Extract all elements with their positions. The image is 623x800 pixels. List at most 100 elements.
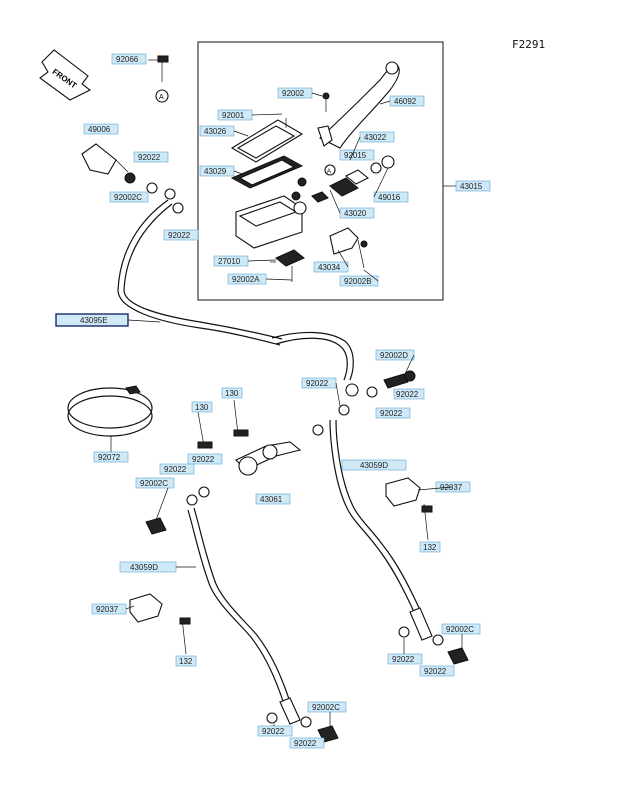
svg-text:92022: 92022 (396, 390, 419, 399)
callout-92022[interactable]: 92022 (301, 377, 337, 389)
ref-marker-a2: A (327, 169, 331, 175)
brake-hose-left (145, 507, 339, 743)
callout-132[interactable]: 132 (175, 655, 197, 667)
svg-text:130: 130 (195, 403, 209, 412)
svg-text:92037: 92037 (96, 605, 119, 614)
callout-92066[interactable]: 92066 (111, 53, 147, 65)
svg-text:92015: 92015 (344, 151, 367, 160)
callout-92022[interactable]: 92022 (387, 653, 423, 665)
svg-text:43029: 43029 (204, 167, 227, 176)
callout-130[interactable]: 130 (191, 401, 213, 413)
callout-92002c[interactable]: 92002C (109, 191, 149, 203)
callout-49016[interactable]: 49016 (373, 191, 409, 203)
callout-43034[interactable]: 43034 (313, 261, 349, 273)
callout-130[interactable]: 130 (221, 387, 243, 399)
callout-43022[interactable]: 43022 (359, 131, 395, 143)
callout-92022[interactable]: 92022 (257, 725, 293, 737)
callout-43029[interactable]: 43029 (199, 165, 235, 177)
svg-text:43059D: 43059D (130, 563, 158, 572)
svg-text:46092: 46092 (394, 97, 417, 106)
svg-text:92022: 92022 (424, 667, 447, 676)
piston-assembly: A (311, 155, 395, 203)
callout-92072[interactable]: 92072 (93, 451, 129, 463)
callout-92002[interactable]: 92002 (277, 87, 313, 99)
svg-text:92002D: 92002D (380, 351, 408, 360)
svg-text:92066: 92066 (116, 55, 139, 64)
svg-text:92022: 92022 (294, 739, 317, 748)
callout-92015[interactable]: 92015 (339, 149, 375, 161)
svg-text:43059D: 43059D (360, 461, 388, 470)
bleeder-bolt-92066: A (148, 55, 169, 103)
callout-43059d[interactable]: 43059D (119, 561, 177, 573)
callout-92002b[interactable]: 92002B (339, 275, 379, 287)
svg-text:92002C: 92002C (312, 703, 340, 712)
brake-lever-46092 (317, 61, 400, 149)
callout-43020[interactable]: 43020 (339, 207, 375, 219)
svg-text:43095E: 43095E (80, 316, 108, 325)
callout-92022[interactable]: 92022 (133, 151, 169, 163)
callout-92022[interactable]: 92022 (163, 229, 199, 241)
callout-92022[interactable]: 92022 (375, 407, 411, 419)
front-arrow-icon: FRONT (39, 49, 92, 101)
callout-92022[interactable]: 92022 (419, 665, 455, 677)
upper-banjo-fitting (81, 143, 184, 214)
callout-43061[interactable]: 43061 (255, 493, 291, 505)
callout-92022[interactable]: 92022 (393, 388, 425, 400)
svg-text:92022: 92022 (164, 465, 187, 474)
callout-92022[interactable]: 92022 (187, 453, 223, 465)
callout-92002a[interactable]: 92002A (227, 273, 267, 285)
svg-text:27010: 27010 (218, 257, 241, 266)
svg-text:43015: 43015 (460, 182, 483, 191)
hose-clamp-92072 (67, 385, 153, 437)
callout-92002c[interactable]: 92002C (441, 623, 481, 635)
callout-92037[interactable]: 92037 (435, 481, 471, 493)
svg-text:130: 130 (225, 389, 239, 398)
callout-49006[interactable]: 49006 (83, 123, 119, 135)
svg-text:92022: 92022 (138, 153, 161, 162)
callout-92022[interactable]: 92022 (289, 737, 325, 749)
callout-92002c[interactable]: 92002C (135, 477, 175, 489)
svg-text:43020: 43020 (344, 209, 367, 218)
callout-92002d[interactable]: 92002D (375, 349, 415, 361)
ref-marker-a1: A (159, 94, 164, 101)
svg-text:92002C: 92002C (140, 479, 168, 488)
callout-46092[interactable]: 46092 (389, 95, 425, 107)
callout-43015[interactable]: 43015 (455, 180, 491, 192)
brake-switch-27010 (270, 249, 305, 282)
callout-43026[interactable]: 43026 (199, 125, 235, 137)
svg-text:92022: 92022 (380, 409, 403, 418)
callout-92037[interactable]: 92037 (91, 603, 127, 615)
svg-text:92002: 92002 (282, 89, 305, 98)
svg-text:92022: 92022 (306, 379, 329, 388)
svg-text:92002C: 92002C (114, 193, 142, 202)
callout-92022[interactable]: 92022 (159, 463, 195, 475)
leader-lines (110, 92, 463, 728)
svg-text:92022: 92022 (392, 655, 415, 664)
svg-text:43034: 43034 (318, 263, 341, 272)
callout-92002c[interactable]: 92002C (307, 701, 347, 713)
svg-text:92072: 92072 (98, 453, 121, 462)
svg-text:92001: 92001 (222, 111, 245, 120)
three-way-joint-43061 (186, 399, 324, 506)
svg-text:132: 132 (179, 657, 193, 666)
svg-text:49016: 49016 (378, 193, 401, 202)
hose-bracket-right (385, 477, 433, 541)
banjo-bolt-92002d (338, 370, 416, 416)
callout-132[interactable]: 132 (419, 541, 441, 553)
figure-code: F2291 (512, 38, 545, 51)
callout-92001[interactable]: 92001 (217, 109, 253, 121)
svg-text:43061: 43061 (260, 495, 283, 504)
svg-text:92022: 92022 (192, 455, 215, 464)
brake-hose-43095e (117, 199, 359, 397)
svg-text:92002B: 92002B (344, 277, 372, 286)
callout-43095e[interactable]: 43095E (55, 313, 129, 327)
svg-text:49006: 49006 (88, 125, 111, 134)
svg-text:132: 132 (423, 543, 437, 552)
reservoir-cap-assembly (230, 118, 307, 249)
brake-hose-right (329, 419, 469, 665)
callout-27010[interactable]: 27010 (213, 255, 249, 267)
svg-text:92037: 92037 (440, 483, 463, 492)
callout-43059d[interactable]: 43059D (341, 459, 407, 471)
callouts: 92066 49006 92022 92002C 92022 92002 460… (55, 53, 491, 749)
